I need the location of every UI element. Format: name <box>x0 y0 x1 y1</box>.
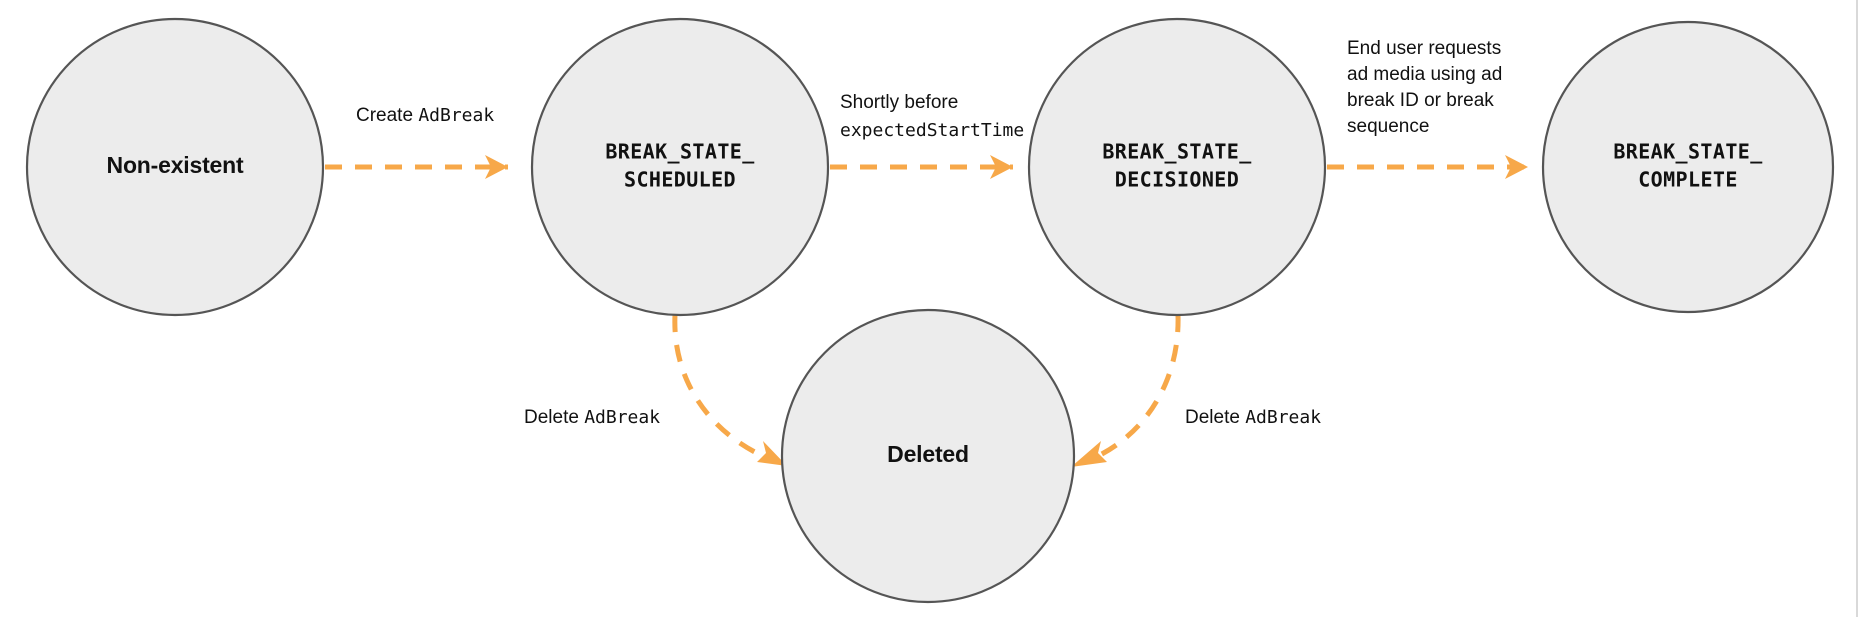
arrowhead-delete-from-scheduled <box>757 441 787 466</box>
state-node-circle-deleted[interactable] <box>780 308 1076 604</box>
arrowhead-create-adbreak <box>485 155 508 179</box>
edge-label-end-user-requests-line3: break ID or break <box>1347 90 1494 111</box>
state-node-label-break-state-complete-line1: BREAK_STATE_ <box>1613 140 1763 164</box>
edge-label-end-user-requests-line4: sequence <box>1347 116 1429 137</box>
edge-create-adbreak <box>325 155 508 179</box>
edge-shortly-before <box>830 155 1013 179</box>
edge-delete-from-decisioned <box>1071 314 1181 467</box>
edge-label-end-user-requests-line1: End user requests <box>1347 38 1501 59</box>
edge-label-shortly-before-line2: expectedStartTime <box>840 120 1024 141</box>
state-node-circle-break-state-complete[interactable] <box>1541 20 1835 314</box>
edge-line-delete-from-decisioned <box>1086 314 1181 464</box>
state-node-label-break-state-decisioned-line1: BREAK_STATE_ <box>1102 140 1252 164</box>
state-node-break-state-complete[interactable]: BREAK_STATE_ COMPLETE <box>1541 20 1835 314</box>
edge-label-shortly-before-line1: Shortly before <box>840 92 958 113</box>
edge-label-create-adbreak: Create AdBreak <box>356 105 494 126</box>
edge-end-user-requests <box>1327 155 1528 179</box>
edge-line-delete-from-scheduled <box>672 314 773 463</box>
edge-label-create-adbreak-word: Create <box>356 105 418 126</box>
arrowhead-end-user-requests <box>1505 155 1528 179</box>
edge-label-delete-from-decisioned: Delete AdBreak <box>1185 407 1321 428</box>
edge-label-delete-from-scheduled: Delete AdBreak <box>524 407 660 428</box>
edge-label-delete-from-decisioned-code: AdBreak <box>1245 407 1321 428</box>
state-node-label-break-state-complete-line2: COMPLETE <box>1638 168 1738 192</box>
state-node-deleted[interactable]: Deleted <box>780 308 1076 604</box>
state-node-circle-break-state-scheduled[interactable] <box>530 17 830 317</box>
state-node-break-state-scheduled[interactable]: BREAK_STATE_ SCHEDULED <box>530 17 830 317</box>
arrowhead-delete-from-decisioned <box>1071 441 1107 467</box>
edge-label-delete-from-scheduled-word: Delete <box>524 407 584 428</box>
state-node-break-state-decisioned[interactable]: BREAK_STATE_ DECISIONED <box>1027 17 1327 317</box>
state-node-label-break-state-scheduled-line2: SCHEDULED <box>624 168 736 192</box>
state-node-circle-non-existent[interactable] <box>25 17 325 317</box>
arrowhead-shortly-before <box>990 155 1013 179</box>
edge-delete-from-scheduled <box>672 314 787 466</box>
state-node-label-break-state-scheduled-line1: BREAK_STATE_ <box>605 140 755 164</box>
edge-label-end-user-requests-line2: ad media using ad <box>1347 64 1502 85</box>
state-node-label-break-state-decisioned-line2: DECISIONED <box>1115 168 1239 192</box>
edge-label-create-adbreak-code: AdBreak <box>418 105 494 126</box>
edge-label-delete-from-decisioned-word: Delete <box>1185 407 1245 428</box>
state-node-label-non-existent: Non-existent <box>107 152 244 178</box>
edge-label-delete-from-scheduled-code: AdBreak <box>584 407 660 428</box>
state-node-label-deleted: Deleted <box>887 441 969 467</box>
state-node-non-existent[interactable]: Non-existent <box>25 17 325 317</box>
state-node-circle-break-state-decisioned[interactable] <box>1027 17 1327 317</box>
right-edge-divider <box>1856 0 1858 617</box>
